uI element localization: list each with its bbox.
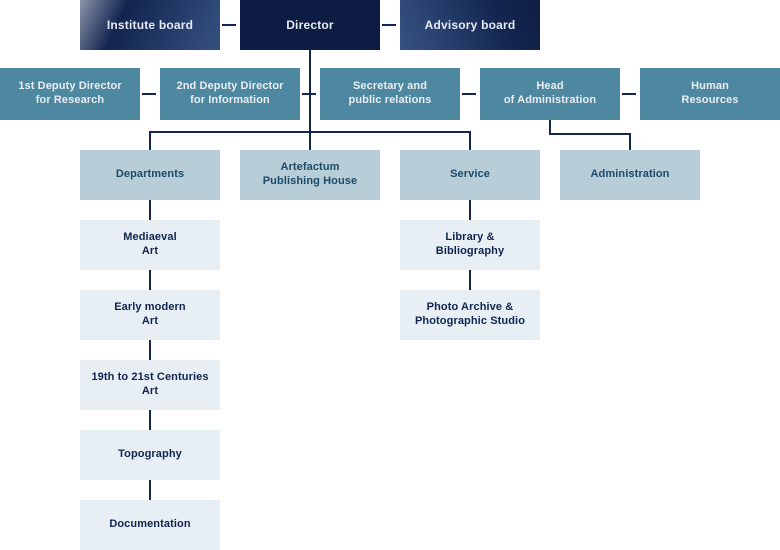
node-documentation[interactable]: Documentation [80,500,220,550]
node-mediaeval-art-label: Mediaeval Art [123,231,177,257]
node-director-label: Director [286,17,334,32]
connector-deputy1-deputy2 [142,93,156,95]
node-human-resources-label: Human Resources [681,80,739,106]
connector-institute-board-director [222,24,236,26]
node-second-deputy-director[interactable]: 2nd Deputy Director for Information [160,68,300,120]
node-head-of-administration[interactable]: Head of Administration [480,68,620,120]
node-advisory-board[interactable]: Advisory board [400,0,540,50]
connector-departments-to-mediaeval [149,200,151,220]
node-director[interactable]: Director [240,0,380,50]
connector-director-advisory-board [382,24,396,26]
node-photo-archive-photographic-studio[interactable]: Photo Archive & Photographic Studio [400,290,540,340]
connector-administration-bus [549,133,631,135]
node-artefactum-publishing-house-label: Artefactum Publishing House [262,161,358,187]
connector-drop-artefactum [309,131,311,150]
node-service[interactable]: Service [400,150,540,200]
node-advisory-board-label: Advisory board [424,17,516,32]
node-documentation-label: Documentation [109,518,191,531]
node-library-bibliography-label: Library & Bibliography [435,231,505,257]
connector-deputy2-secretary [302,93,316,95]
connector-service-to-library [469,200,471,220]
node-administration[interactable]: Administration [560,150,700,200]
node-second-deputy-director-label: 2nd Deputy Director for Information [176,80,284,106]
node-secretary-public-relations-label: Secretary and public relations [348,80,432,106]
connector-centuries-to-topography [149,410,151,430]
connector-director-spine [309,50,311,132]
connector-drop-administration [629,133,631,150]
connector-drop-departments [149,131,151,150]
connector-head-admin-drop [549,120,551,135]
node-topography-label: Topography [118,448,182,461]
connector-drop-service [469,131,471,150]
node-institute-board-label: Institute board [106,17,194,32]
connector-head-admin-human-resources [622,93,636,95]
node-19th-to-21st-centuries-art[interactable]: 19th to 21st Centuries Art [80,360,220,410]
node-service-label: Service [450,168,490,181]
node-early-modern-art[interactable]: Early modern Art [80,290,220,340]
node-mediaeval-art[interactable]: Mediaeval Art [80,220,220,270]
connector-early-modern-to-centuries [149,340,151,360]
node-early-modern-art-label: Early modern Art [114,301,186,327]
node-19th-to-21st-centuries-art-label: 19th to 21st Centuries Art [91,371,209,397]
node-artefactum-publishing-house[interactable]: Artefactum Publishing House [240,150,380,200]
connector-topography-to-documentation [149,480,151,500]
node-administration-label: Administration [590,168,670,181]
node-topography[interactable]: Topography [80,430,220,480]
connector-library-to-photo-archive [469,270,471,290]
node-human-resources[interactable]: Human Resources [640,68,780,120]
node-departments-label: Departments [115,168,185,181]
node-library-bibliography[interactable]: Library & Bibliography [400,220,540,270]
node-institute-board[interactable]: Institute board [80,0,220,50]
node-photo-archive-photographic-studio-label: Photo Archive & Photographic Studio [414,301,526,327]
connector-mediaeval-to-early-modern [149,270,151,290]
node-departments[interactable]: Departments [80,150,220,200]
node-first-deputy-director[interactable]: 1st Deputy Director for Research [0,68,140,120]
connector-secretary-head-admin [462,93,476,95]
node-head-of-administration-label: Head of Administration [503,80,597,106]
node-first-deputy-director-label: 1st Deputy Director for Research [18,80,122,106]
node-secretary-public-relations[interactable]: Secretary and public relations [320,68,460,120]
